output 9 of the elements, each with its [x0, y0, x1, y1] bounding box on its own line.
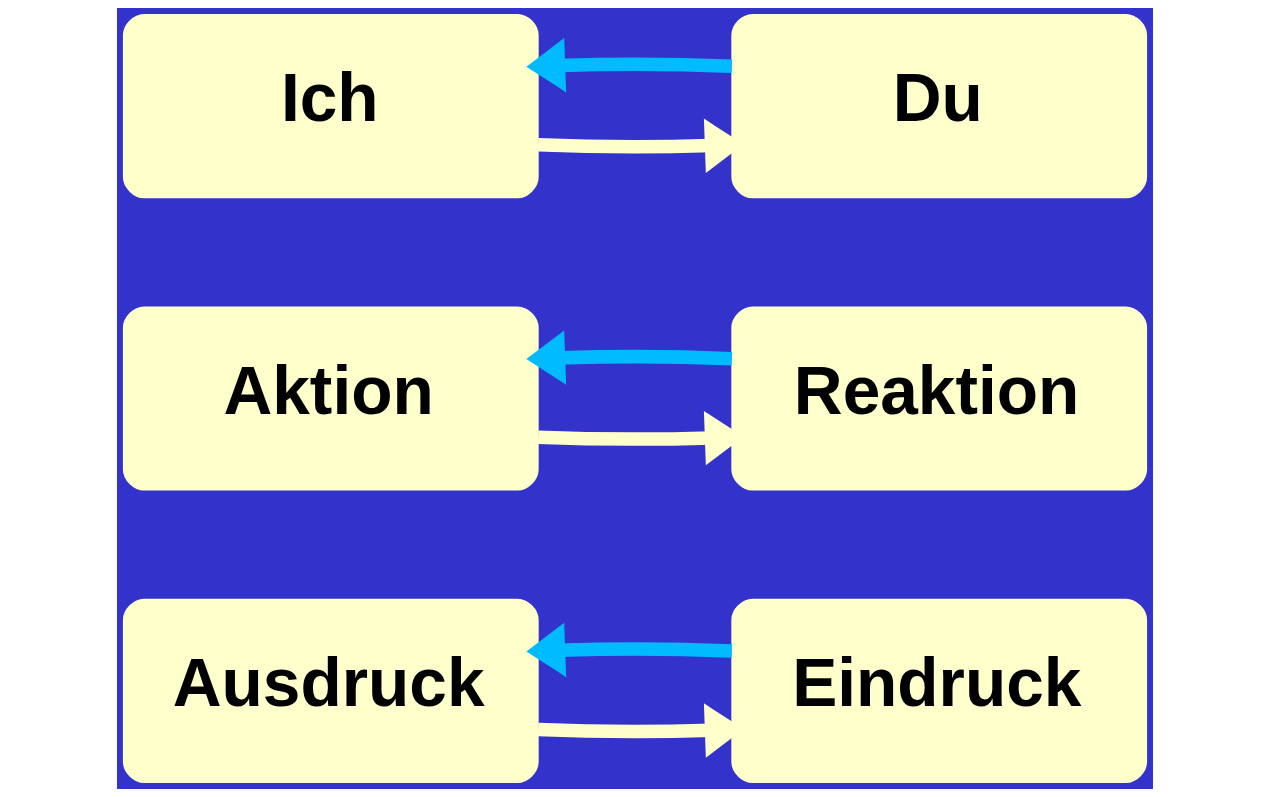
- arrow: [525, 622, 732, 678]
- arrow: [525, 330, 732, 385]
- node-box: Ausdruck: [122, 598, 539, 783]
- node-box: Aktion: [122, 306, 539, 491]
- arrow: [525, 38, 732, 93]
- node-box: Reaktion: [730, 306, 1147, 491]
- node-box: Du: [730, 14, 1147, 199]
- node-box: Ich: [122, 14, 539, 199]
- node-box: Eindruck: [730, 598, 1147, 783]
